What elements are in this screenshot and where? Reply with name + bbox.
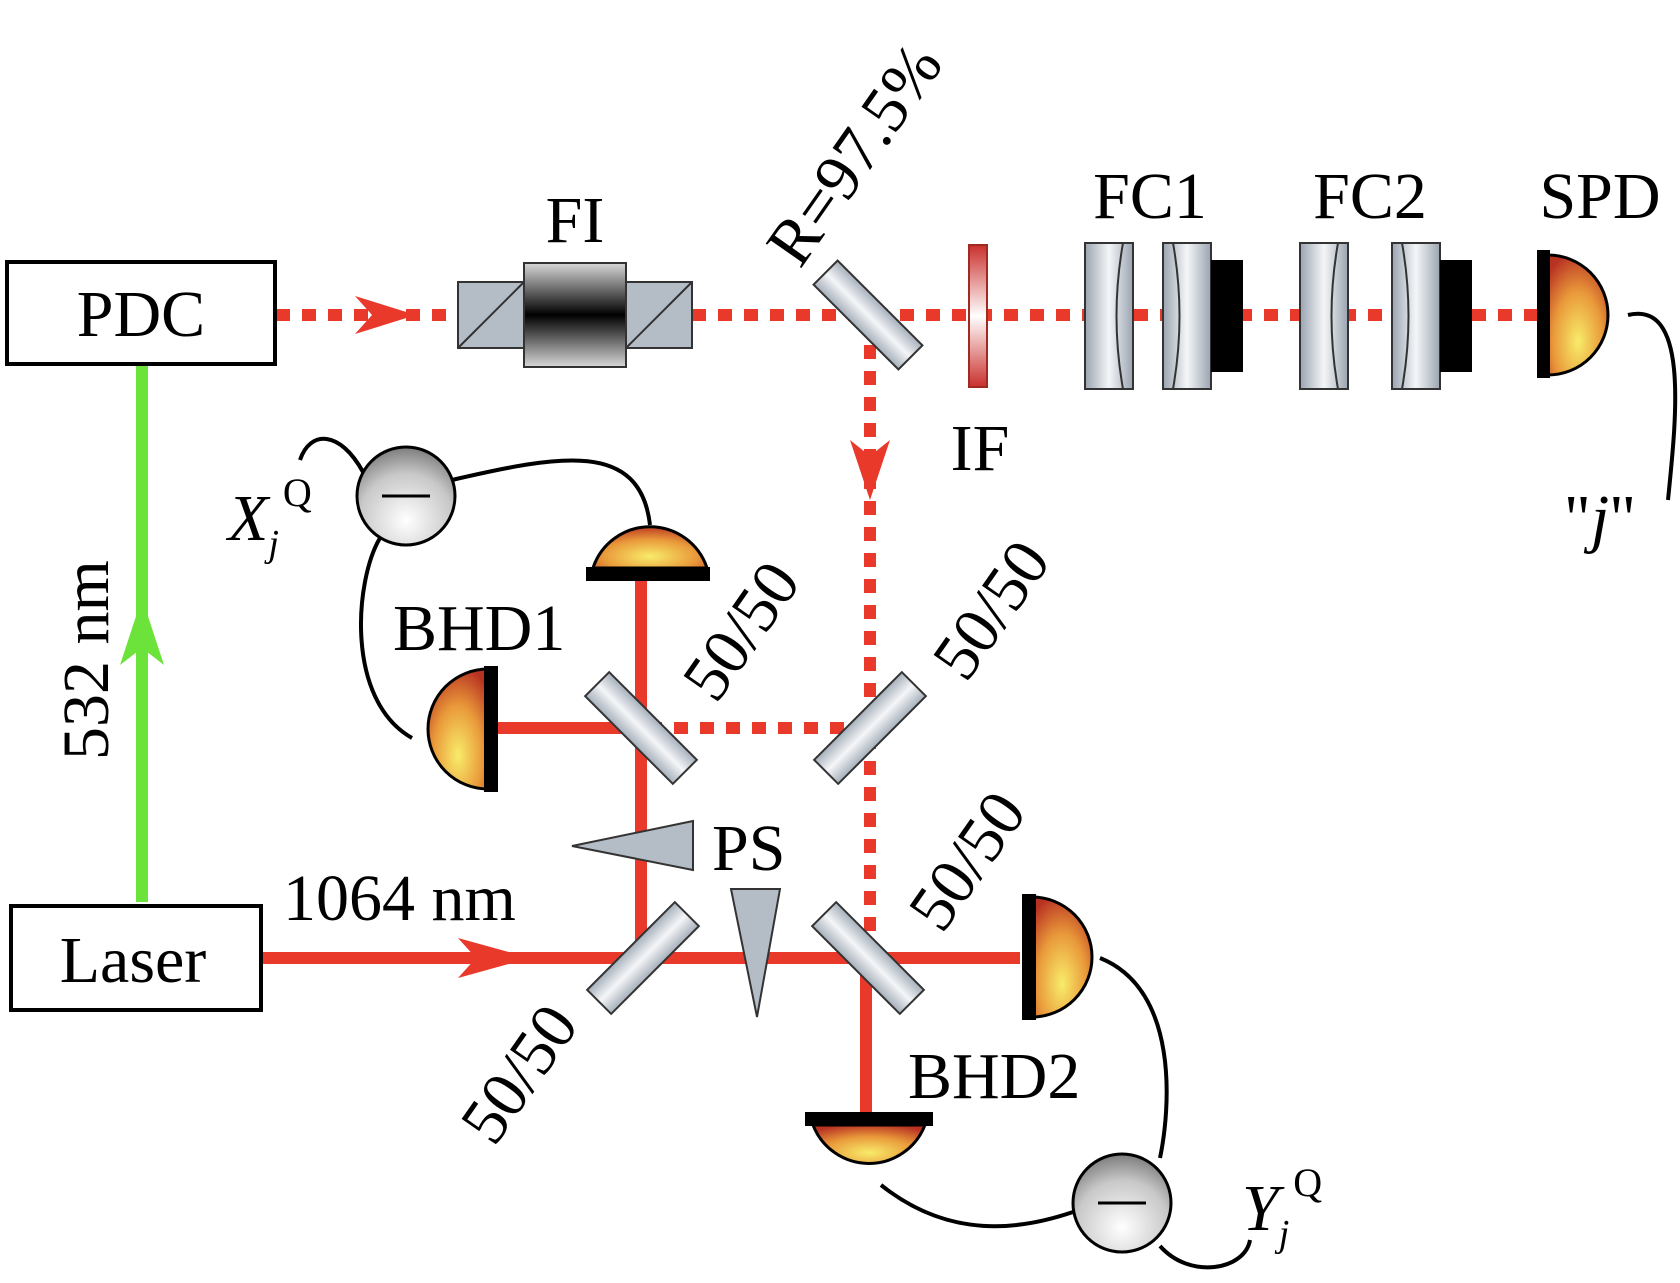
mirror-r-label: R=97.5% [752, 31, 956, 279]
spd-output-label: "j" [1564, 482, 1636, 555]
beam-splitter-upper-right: 50/50 [812, 528, 1065, 786]
bs-upper-right-label: 50/50 [918, 528, 1064, 693]
faraday-isolator: FI [457, 184, 693, 368]
fc2-label: FC2 [1313, 160, 1427, 233]
yq-label: YjQ [1242, 1160, 1322, 1255]
arrow-green-up [120, 598, 164, 665]
xq-label: XjQ [225, 470, 312, 565]
single-photon-detector: SPD "j" [1537, 160, 1678, 555]
pdc-box: PDC [5, 260, 277, 366]
arrow-laser-out [458, 938, 530, 978]
pdc-label: PDC [77, 278, 205, 351]
bhd2-label: BHD2 [908, 1040, 1080, 1113]
phase-shifters: PS [571, 812, 785, 1018]
spd-label: SPD [1539, 160, 1660, 233]
bhd2: BHD2 YjQ [805, 894, 1322, 1270]
arrow-pdc-out [355, 296, 416, 334]
ps-label: PS [712, 812, 785, 885]
beam-splitter-lower-right: 50/50 [810, 779, 1041, 1016]
filter-cavity-1: FC1 [1084, 160, 1243, 390]
laser-label: Laser [60, 924, 207, 997]
bhd1: BHD1 XjQ [225, 436, 710, 792]
wavelength-1064-label: 1064 nm [283, 862, 516, 935]
bs-lower-left-label: 50/50 [446, 992, 592, 1157]
laser-box: Laser [9, 904, 263, 1012]
interference-filter: IF [951, 244, 1010, 485]
bhd1-label: BHD1 [393, 592, 565, 665]
phase-shifter-horizontal [571, 819, 694, 872]
beams [120, 296, 1545, 1115]
phase-shifter-vertical [729, 888, 782, 1018]
bs-lower-right-label: 50/50 [894, 779, 1040, 944]
beam-splitter-upper-left: 50/50 [583, 549, 815, 786]
if-label: IF [951, 412, 1010, 485]
filter-cavity-2: FC2 [1299, 160, 1472, 390]
wavelength-532-label: 532 nm [50, 560, 123, 760]
arrow-down [850, 440, 890, 500]
beam-splitter-lower-left: 50/50 [446, 900, 701, 1157]
fi-label: FI [546, 184, 605, 257]
fc1-label: FC1 [1093, 160, 1207, 233]
